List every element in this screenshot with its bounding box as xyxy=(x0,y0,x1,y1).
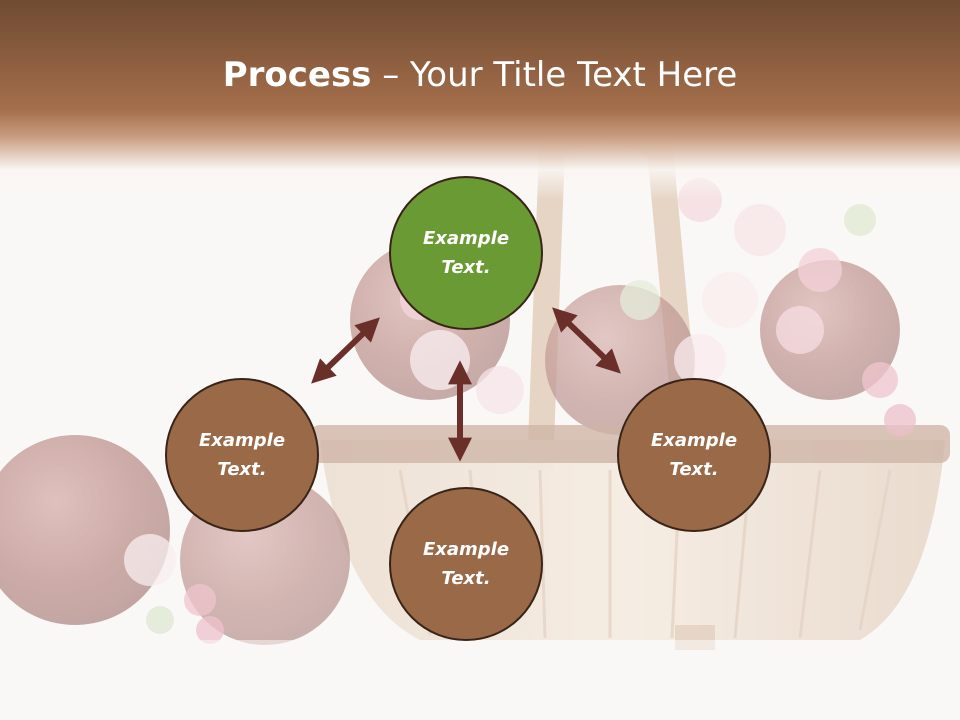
arrow-center-right xyxy=(552,307,621,374)
right-circle-line2: Text. xyxy=(669,459,719,480)
left-circle[interactable]: Example Text. xyxy=(165,378,319,532)
left-circle-line1: Example xyxy=(198,430,286,451)
right-circle[interactable]: Example Text. xyxy=(617,378,771,532)
slide-title[interactable]: Process – Your Title Text Here xyxy=(0,52,960,98)
bottom-circle-line2: Text. xyxy=(441,568,491,589)
arrow-center-left xyxy=(311,317,380,384)
bottom-circle[interactable]: Example Text. xyxy=(389,487,543,641)
center-circle-line1: Example xyxy=(422,228,510,249)
title-bar xyxy=(0,0,960,200)
center-circle-line2: Text. xyxy=(441,257,491,278)
title-bold-text: Process xyxy=(222,55,372,95)
title-regular-text: – Your Title Text Here xyxy=(371,55,738,95)
center-circle[interactable]: Example Text. xyxy=(389,176,543,330)
right-circle-line1: Example xyxy=(650,430,738,451)
left-circle-line2: Text. xyxy=(217,459,267,480)
bottom-circle-line1: Example xyxy=(422,539,510,560)
